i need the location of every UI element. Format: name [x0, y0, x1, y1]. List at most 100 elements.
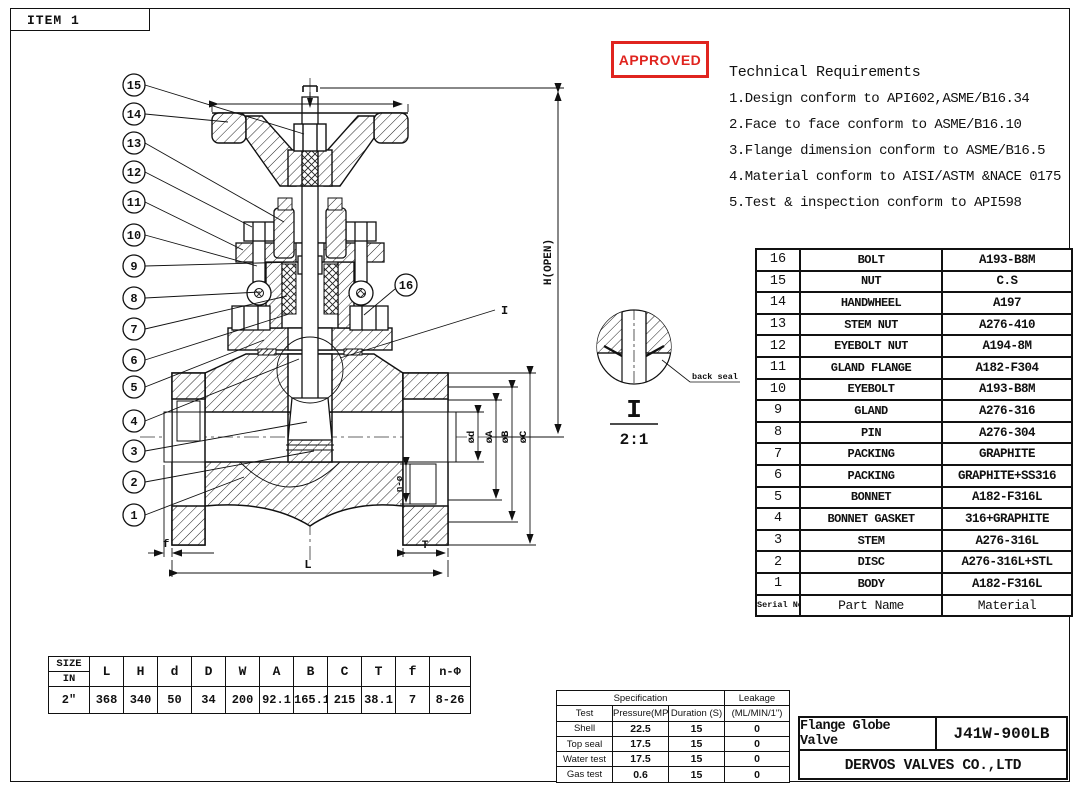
svg-text:12: 12 [127, 166, 141, 180]
detail-marker: I [276, 304, 508, 404]
dim-h-open: H(OPEN) [543, 239, 555, 285]
svg-text:14: 14 [127, 108, 141, 122]
callout-4: 4 [122, 358, 300, 433]
requirement-line: 4.Material conform to AISI/ASTM &NACE 01… [729, 169, 1061, 185]
title-block: Flange Globe Valve J41W-900LB DERVOS VAL… [798, 716, 1068, 780]
svg-text:4: 4 [130, 415, 137, 429]
svg-text:11: 11 [127, 196, 141, 210]
svg-text:16: 16 [399, 279, 413, 293]
dimensions [148, 83, 564, 577]
callout-11: 11 [122, 190, 244, 251]
callout-14: 14 [122, 102, 229, 126]
item-label-box: ITEM 1 [10, 8, 150, 31]
dim-thickness: T [422, 540, 429, 552]
callout-1: 1 [122, 476, 245, 527]
size-table: SIZE L H d D W A B C T f n-Φ IN 2" 368 3… [48, 656, 471, 714]
svg-text:10: 10 [127, 229, 141, 243]
disc [287, 397, 333, 441]
svg-text:6: 6 [130, 354, 137, 368]
approved-stamp-text: APPROVED [618, 51, 702, 68]
item-label: ITEM 1 [27, 13, 80, 28]
requirement-line: 3.Flange dimension conform to ASME/B16.5 [729, 143, 1046, 159]
handwheel-nut [293, 123, 327, 152]
svg-text:13: 13 [127, 137, 141, 151]
packing [323, 263, 339, 315]
company-name: DERVOS VALVES CO.,LTD [844, 757, 1022, 774]
dim-bolt-holes: n-ø [395, 476, 405, 492]
callout-9: 9 [122, 254, 298, 278]
svg-text:9: 9 [130, 260, 137, 274]
requirement-line: 1.Design conform to API602,ASME/B16.34 [729, 91, 1030, 107]
size-values-row: 2" 368 340 50 34 200 92.1 165.1 215 38.1… [48, 686, 471, 714]
technical-requirements: Technical Requirements 1.Design conform … [729, 60, 1065, 216]
callouts: 15 14 13 12 11 10 9 8 7 6 5 4 3 2 1 16 [122, 73, 418, 527]
callout-3: 3 [122, 421, 308, 463]
dim-face: f [163, 539, 170, 551]
detail-ref-label: I [501, 304, 508, 318]
svg-text:2: 2 [130, 476, 137, 490]
dim-dia-b: øB [500, 430, 512, 443]
detail-title: I [626, 395, 642, 425]
dimension-labels: H(OPEN) ød øA øB øC n-ø f T L [163, 239, 555, 572]
svg-text:3: 3 [130, 445, 137, 459]
stem-nut [273, 197, 347, 259]
callout-2: 2 [122, 450, 315, 494]
callout-12: 12 [122, 160, 253, 228]
callout-16: 16 [363, 273, 418, 316]
requirement-line: 2.Face to face conform to ASME/B16.10 [729, 117, 1022, 133]
svg-text:15: 15 [127, 79, 141, 93]
test-spec-table: Specification Leakage Test Pressure(MPa)… [556, 689, 790, 783]
approved-stamp: APPROVED [611, 41, 709, 78]
callout-5: 5 [122, 339, 265, 399]
callout-10: 10 [122, 223, 258, 267]
back-seal-note: back seal [692, 372, 738, 382]
callout-13: 13 [122, 131, 285, 223]
dim-length: L [304, 558, 311, 572]
dim-dia-c: øC [518, 430, 530, 443]
bonnet-gasket [257, 348, 277, 356]
svg-text:8: 8 [130, 292, 137, 306]
callout-6: 6 [122, 313, 290, 372]
requirement-line: 5.Test & inspection conform to API598 [729, 195, 1022, 211]
bonnet-bolts [231, 305, 389, 331]
dim-dia-a: øA [484, 430, 496, 443]
model-number: J41W-900LB [953, 724, 1050, 743]
callout-15: 15 [122, 73, 305, 135]
svg-text:1: 1 [130, 509, 137, 523]
svg-text:7: 7 [130, 323, 137, 337]
detail-scale: 2:1 [620, 431, 649, 449]
technical-requirements-title: Technical Requirements [729, 64, 921, 81]
packing [281, 263, 297, 315]
product-name: Flange Globe Valve [800, 718, 937, 749]
valve-body [163, 353, 457, 546]
handwheel [211, 85, 409, 187]
svg-text:5: 5 [130, 381, 137, 395]
callout-7: 7 [122, 295, 288, 341]
dim-dia-d: ød [466, 431, 478, 444]
detail-view: back seal I 2:1 [596, 309, 740, 449]
callout-8: 8 [122, 286, 261, 310]
